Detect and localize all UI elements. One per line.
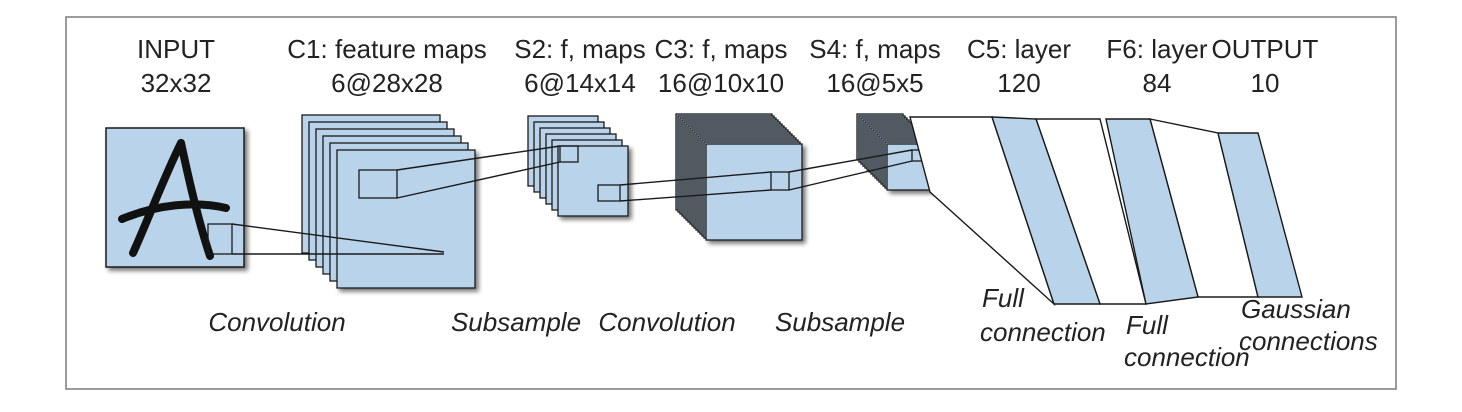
gaussian-connections-label-line-2: connections <box>1239 326 1378 356</box>
operation-labels: Convolution Subsample Convolution Subsam… <box>208 283 1377 372</box>
s2-layer-name: S2: f, maps <box>514 34 646 64</box>
convolution-label-2: Convolution <box>598 307 735 337</box>
c3-layer-name: C3: f, maps <box>655 34 788 64</box>
full-connection-label-2-line-2: connection <box>1124 342 1250 372</box>
c1-map-6 <box>336 149 476 289</box>
input-layer-dims: 32x32 <box>141 68 212 98</box>
output-layer-dims: 10 <box>1251 68 1280 98</box>
s2-feature-map-stack <box>527 115 629 217</box>
f6-layer-band <box>1105 118 1199 305</box>
c1-layer-dims: 6@28x28 <box>331 68 443 98</box>
c5-layer-dims: 120 <box>997 68 1040 98</box>
c3-map-16 <box>705 143 803 241</box>
connection-lines <box>231 145 913 255</box>
subsample-label-1: Subsample <box>451 307 581 337</box>
s2-map-6 <box>557 145 629 217</box>
c3-receptive-field <box>770 171 790 191</box>
input-layer-name: INPUT <box>137 34 215 64</box>
handwritten-letter-glyph <box>118 139 230 260</box>
c3-feature-map-stack <box>675 113 803 241</box>
f6-layer-dims: 84 <box>1143 68 1172 98</box>
c5-layer-band <box>991 116 1101 305</box>
convolution-label-1: Convolution <box>208 307 345 337</box>
gaussian-connections-label-line-1: Gaussian <box>1241 294 1351 324</box>
output-layer-name: OUTPUT <box>1212 34 1319 64</box>
c1-receptive-field <box>358 169 398 199</box>
c5-layer-name: C5: layer <box>967 34 1071 64</box>
s2-layer-dims: 6@14x14 <box>524 68 636 98</box>
input-receptive-field <box>207 223 233 255</box>
s4-layer-name: S4: f, maps <box>809 34 941 64</box>
full-connection-label-2-line-1: Full <box>1126 310 1169 340</box>
layer-headers: INPUT 32x32 C1: feature maps 6@28x28 S2:… <box>137 34 1319 98</box>
f6-layer-name: F6: layer <box>1106 34 1207 64</box>
output-layer-band <box>1217 132 1303 298</box>
s2-receptive-field-bottom <box>597 184 621 202</box>
full-connection-label-1-line-2: connection <box>980 317 1106 347</box>
c1-feature-map-stack <box>301 114 476 289</box>
c3-layer-dims: 16@10x10 <box>658 68 784 98</box>
s2-receptive-field-top <box>559 145 579 163</box>
c1-layer-name: C1: feature maps <box>287 34 486 64</box>
fully-connected-section <box>909 116 1303 307</box>
subsample-label-2: Subsample <box>775 307 905 337</box>
full-connection-label-1-line-1: Full <box>982 283 1025 313</box>
s4-layer-dims: 16@5x5 <box>826 68 923 98</box>
